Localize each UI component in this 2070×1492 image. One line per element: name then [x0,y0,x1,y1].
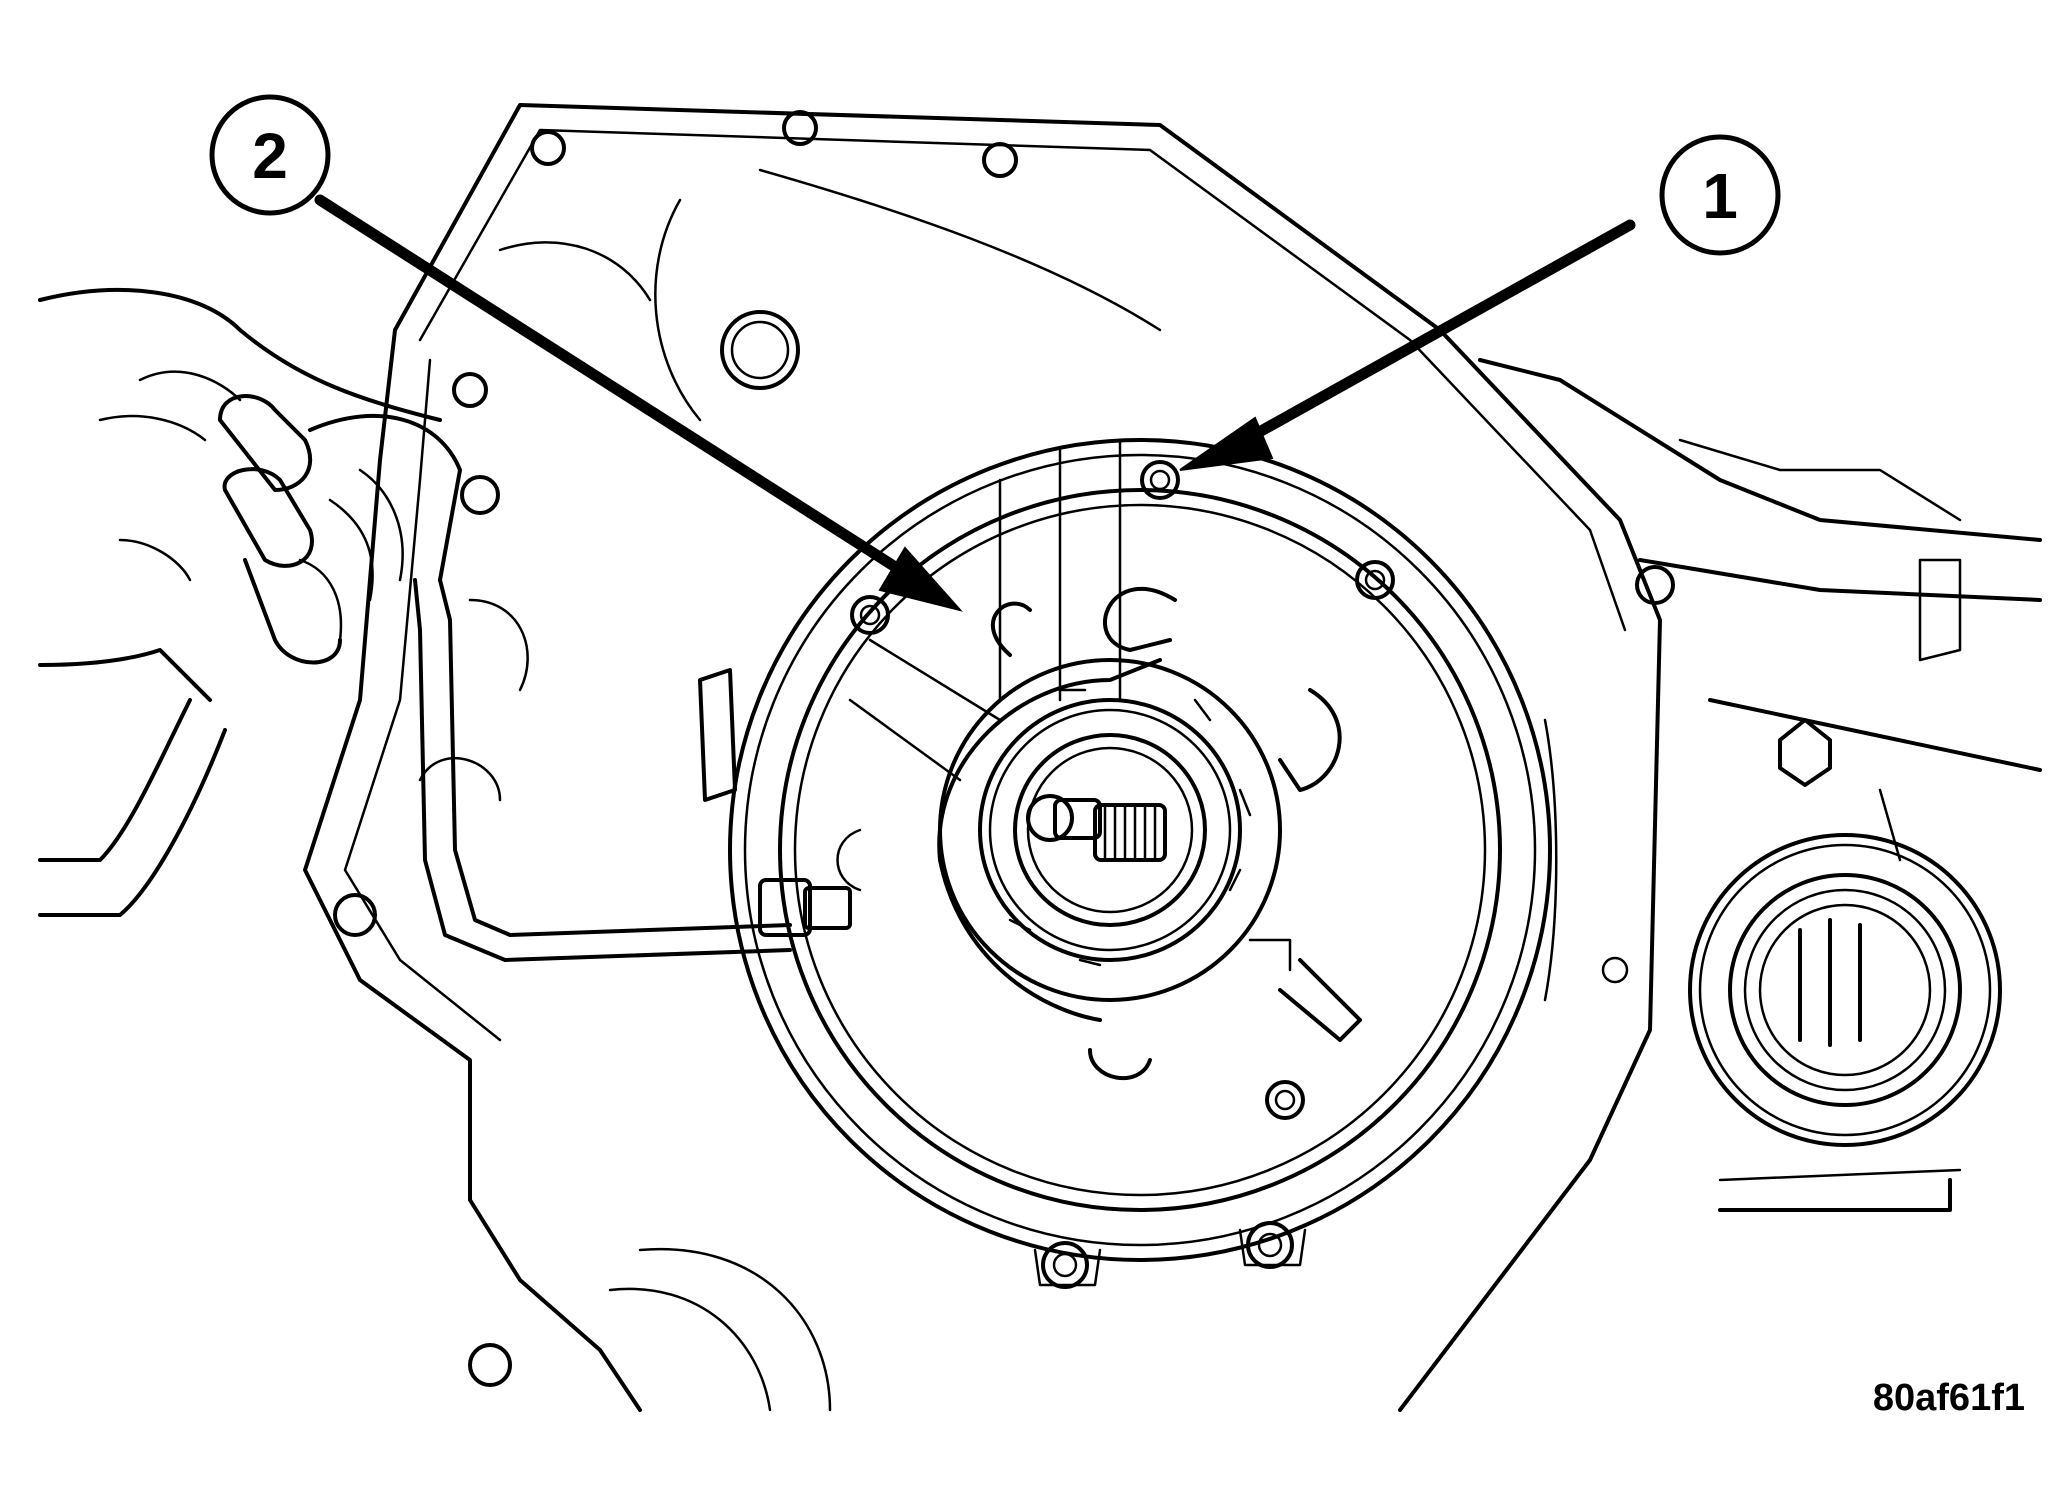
housing-bolt-holes [333,110,1675,1387]
leader-arrowhead-1 [1179,416,1274,471]
figure-id: 80af61f1 [1873,1377,2025,1419]
callout-1: 1 [1659,134,1781,256]
callout-leaders [314,194,1636,612]
bell-housing-outline [303,103,1662,1412]
callout-1-number: 1 [1702,160,1738,232]
input-shaft-hub [937,658,1282,1022]
leader-arrowhead-2 [878,546,963,612]
puller-tool [413,578,852,962]
oil-pump-assembly [698,438,1552,1262]
leader-line-1 [1239,219,1636,446]
hand [38,288,462,917]
callout-2-number: 2 [252,120,288,192]
callout-2: 2 [209,94,331,216]
leader-line-2 [314,194,906,576]
extension-housing [1478,358,2042,1212]
pump-bolts [850,460,1395,1289]
output-seal [1601,833,2002,1147]
